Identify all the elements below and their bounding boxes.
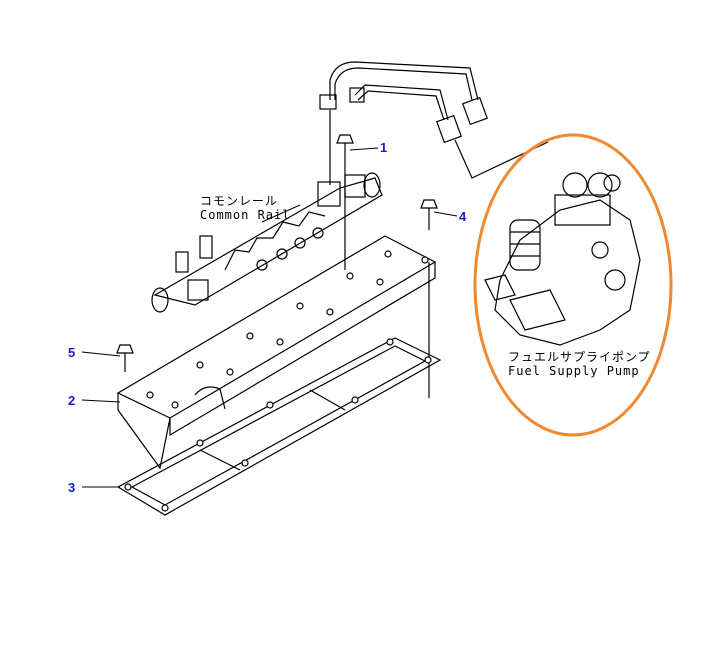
common-rail-label: コモンレール Common Rail <box>200 194 290 222</box>
common-rail-label-en: Common Rail <box>200 208 291 222</box>
common-rail-label-jp: コモンレール <box>200 194 279 208</box>
pump-highlight-ring <box>473 133 673 437</box>
fuel-pump-label-en: Fuel Supply Pump <box>508 364 640 378</box>
gasket <box>116 337 442 516</box>
callout-1[interactable]: 1 <box>380 140 388 155</box>
fuel-supply-pump <box>484 172 641 346</box>
bolts <box>116 134 438 398</box>
callout-4[interactable]: 4 <box>459 209 467 224</box>
callout-5[interactable]: 5 <box>68 345 76 360</box>
fuel-pipes <box>319 61 549 185</box>
mounting-plate <box>116 235 437 470</box>
callout-2[interactable]: 2 <box>68 393 76 408</box>
callout-leaders <box>81 147 458 488</box>
fuel-pump-label-jp: フュエルサプライポンプ <box>508 350 651 364</box>
callout-3[interactable]: 3 <box>68 480 76 495</box>
common-rail <box>151 172 383 313</box>
fuel-pump-label: フュエルサプライポンプ Fuel Supply Pump <box>508 350 651 378</box>
